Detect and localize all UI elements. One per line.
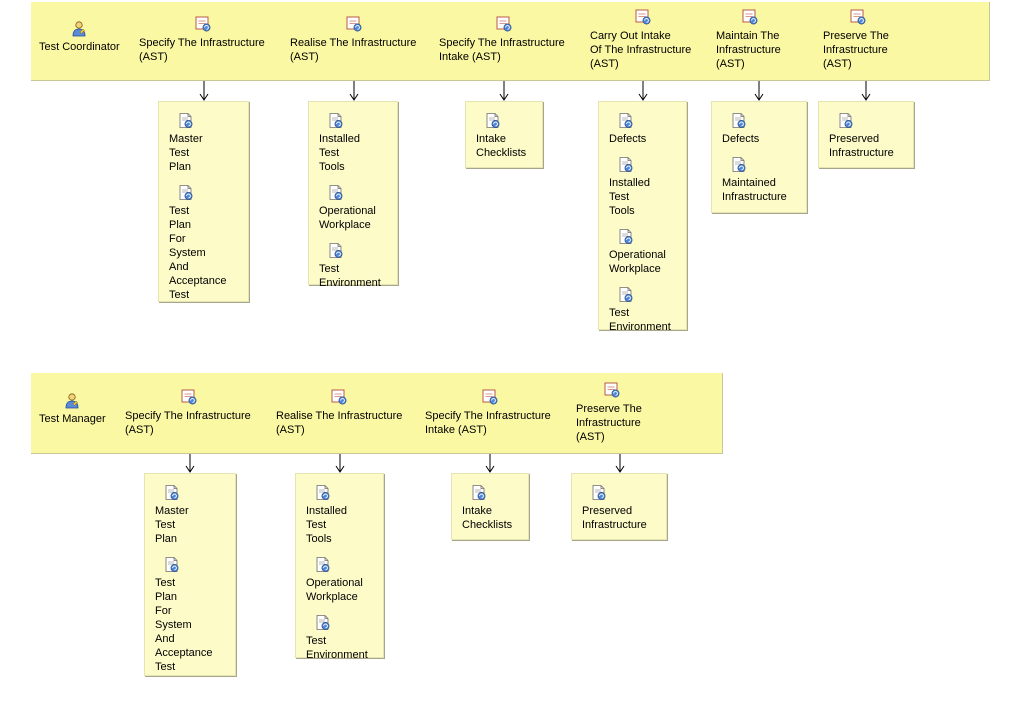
role-node[interactable]: Test Coordinator	[39, 20, 120, 54]
work-product-label: Defects	[722, 133, 760, 145]
work-product-icon	[837, 112, 855, 132]
work-product-label: Installed Test Tools	[319, 133, 360, 173]
work-product-label: Master Test Plan	[169, 133, 203, 173]
task-label: Specify The Infrastructure Intake (AST)	[439, 37, 565, 63]
task-node[interactable]: Specify The Infrastructure (AST)	[139, 36, 265, 64]
work-product-group: Preserved Infrastructure	[571, 473, 667, 540]
task-icon	[345, 15, 363, 36]
work-product-icon	[327, 242, 345, 262]
task-label: Specify The Infrastructure (AST)	[139, 37, 265, 63]
task-icon	[495, 15, 513, 36]
task-node[interactable]: Realise The Infrastructure (AST)	[290, 36, 416, 64]
work-product-group: Intake Checklists	[465, 101, 543, 168]
task-node[interactable]: Specify The Infrastructure Intake (AST)	[439, 36, 565, 64]
task-label: Preserve The Infrastructure (AST)	[823, 30, 889, 70]
work-product-label: Test Plan For System And Acceptance Test	[155, 577, 213, 673]
task-label: Carry Out Intake Of The Infrastructure (…	[590, 30, 692, 70]
task-label: Specify The Infrastructure (AST)	[125, 410, 251, 436]
work-product-icon	[617, 156, 635, 176]
task-label: Realise The Infrastructure (AST)	[290, 37, 417, 63]
swimlane-band	[31, 2, 990, 81]
work-product-label: Test Environment	[319, 263, 381, 289]
work-product-label: Test Environment	[609, 307, 671, 333]
task-icon	[634, 8, 652, 29]
work-product-label: Installed Test Tools	[306, 505, 347, 545]
task-node[interactable]: Maintain The Infrastructure (AST)	[716, 29, 781, 71]
task-label: Preserve The Infrastructure (AST)	[576, 403, 642, 443]
arrow-head	[638, 93, 648, 101]
role-node[interactable]: Test Manager	[39, 392, 106, 426]
task-icon	[180, 388, 198, 409]
work-product-icon	[314, 614, 332, 634]
work-product-icon	[730, 156, 748, 176]
work-product-label: Operational Workplace	[609, 249, 666, 275]
work-product-label: Master Test Plan	[155, 505, 189, 545]
role-label: Test Manager	[39, 413, 106, 425]
work-product-group: Intake Checklists	[451, 473, 529, 540]
arrow-head	[485, 465, 495, 473]
work-product-icon	[327, 184, 345, 204]
work-product-icon	[314, 556, 332, 576]
work-product-label: Test Environment	[306, 635, 368, 661]
task-label: Maintain The Infrastructure (AST)	[716, 30, 781, 70]
work-product-icon	[163, 556, 181, 576]
role-label: Test Coordinator	[39, 41, 120, 53]
role-icon	[63, 392, 106, 412]
work-product-label: Operational Workplace	[306, 577, 363, 603]
work-product-label: Intake Checklists	[462, 505, 513, 531]
work-product-icon	[470, 484, 488, 504]
task-node[interactable]: Preserve The Infrastructure (AST)	[823, 29, 889, 71]
work-product-label: Preserved Infrastructure	[829, 133, 894, 159]
task-node[interactable]: Specify The Infrastructure (AST)	[125, 409, 251, 437]
arrow-head	[335, 465, 345, 473]
task-node[interactable]: Specify The Infrastructure Intake (AST)	[425, 409, 551, 437]
work-product-icon	[730, 112, 748, 132]
work-product-icon	[617, 286, 635, 306]
work-product-label: Intake Checklists	[476, 133, 527, 159]
arrow-head	[754, 93, 764, 101]
work-product-icon	[590, 484, 608, 504]
arrow-head	[499, 93, 509, 101]
work-product-icon	[177, 184, 195, 204]
task-label: Realise The Infrastructure (AST)	[276, 410, 403, 436]
arrow-head	[185, 465, 195, 473]
task-icon	[481, 388, 499, 409]
task-icon	[194, 15, 212, 36]
work-product-icon	[177, 112, 195, 132]
work-product-icon	[327, 112, 345, 132]
work-product-label: Test Plan For System And Acceptance Test	[169, 205, 227, 301]
work-product-label: Preserved Infrastructure	[582, 505, 647, 531]
task-icon	[849, 8, 867, 29]
work-product-label: Operational Workplace	[319, 205, 376, 231]
task-node[interactable]: Realise The Infrastructure (AST)	[276, 409, 402, 437]
task-node[interactable]: Carry Out Intake Of The Infrastructure (…	[590, 29, 691, 71]
role-icon	[70, 20, 120, 40]
work-product-icon	[314, 484, 332, 504]
arrow-head	[615, 465, 625, 473]
task-label: Specify The Infrastructure Intake (AST)	[425, 410, 551, 436]
work-product-label: Installed Test Tools	[609, 177, 650, 217]
work-product-icon	[617, 228, 635, 248]
work-product-icon	[617, 112, 635, 132]
arrow-head	[199, 93, 209, 101]
work-product-icon	[484, 112, 502, 132]
task-node[interactable]: Preserve The Infrastructure (AST)	[576, 402, 642, 444]
task-icon	[741, 8, 759, 29]
work-product-group: Preserved Infrastructure	[818, 101, 914, 168]
task-icon	[330, 388, 348, 409]
work-product-icon	[163, 484, 181, 504]
arrow-head	[349, 93, 359, 101]
work-product-label: Maintained Infrastructure	[722, 177, 787, 203]
arrow-head	[861, 93, 871, 101]
work-product-label: Defects	[609, 133, 647, 145]
task-icon	[603, 381, 621, 402]
